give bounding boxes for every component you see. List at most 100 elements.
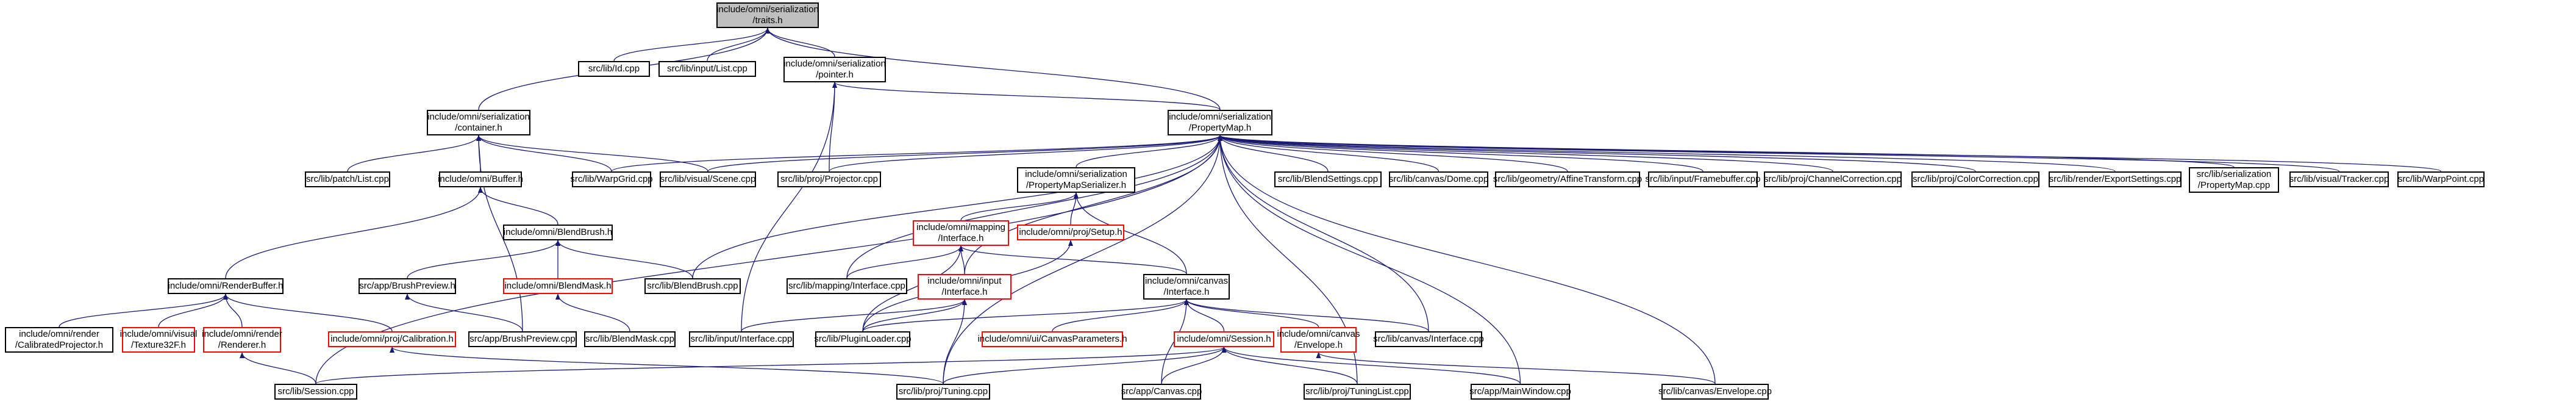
- node-session-cpp[interactable]: src/lib/Session.cpp: [274, 384, 357, 400]
- node-pointer-h[interactable]: include/omni/serialization/pointer.h: [783, 57, 886, 82]
- node-canvas-interface-cpp[interactable]: src/lib/canvas/Interface.cpp: [1373, 331, 1484, 347]
- node-label-line: src/lib/patch/List.cpp: [306, 174, 389, 184]
- node-label-line: /PropertyMapSerializer.h: [1026, 180, 1127, 190]
- node-affine-cpp[interactable]: src/lib/geometry/AffineTransform.cpp: [1493, 171, 1642, 187]
- node-blendmask-h[interactable]: include/omni/BlendMask.h: [503, 278, 613, 294]
- edge-blendbrush-h-to-buffer-h: [478, 187, 558, 225]
- node-renderer-h[interactable]: include/omni/render/Renderer.h: [202, 327, 282, 353]
- node-mainwindow-cpp[interactable]: src/app/MainWindow.cpp: [1469, 384, 1571, 400]
- edge-warpgrid-cpp-to-container-h: [476, 135, 612, 172]
- node-buffer-h[interactable]: include/omni/Buffer.h: [438, 171, 523, 187]
- edge-input-interface-h-to-propertymap-h: [964, 135, 1222, 275]
- node-label: src/lib/input/List.cpp: [667, 63, 747, 74]
- node-label-line: include/omni/BlendBrush.h: [503, 227, 613, 237]
- edge-envelope-cpp-to-envelope-h: [1316, 352, 1716, 384]
- node-blendsettings-cpp[interactable]: src/lib/BlendSettings.cpp: [1274, 171, 1382, 187]
- node-canvas-interface-h[interactable]: include/omni/canvas/Interface.h: [1143, 274, 1230, 300]
- node-brushpreview-cpp[interactable]: src/app/BrushPreview.cpp: [468, 331, 577, 347]
- node-label: src/lib/proj/ColorCorrection.cpp: [1913, 174, 2038, 185]
- node-container-h[interactable]: include/omni/serialization/container.h: [427, 110, 530, 135]
- node-label: src/lib/mapping/Interface.cpp: [788, 281, 905, 292]
- edge-app-canvas-cpp-to-session-h: [1161, 347, 1227, 384]
- edge-blendmask-cpp-to-blendmask-h: [555, 293, 630, 332]
- node-label: include/omni/render/Renderer.h: [202, 329, 282, 351]
- node-label-line: include/omni/canvas: [1277, 329, 1360, 339]
- node-brushpreview-h[interactable]: src/app/BrushPreview.h: [359, 278, 456, 294]
- node-calibration-h[interactable]: include/omni/proj/Calibration.h: [328, 331, 456, 347]
- node-warpgrid-cpp[interactable]: src/lib/WarpGrid.cpp: [570, 171, 653, 187]
- node-label: include/omni/canvas/Envelope.h: [1277, 329, 1360, 351]
- node-blendbrush-h[interactable]: include/omni/BlendBrush.h: [503, 225, 613, 240]
- node-pluginloader-cpp[interactable]: src/lib/PluginLoader.cpp: [814, 331, 912, 347]
- node-label: src/lib/input/Interface.cpp: [691, 334, 793, 345]
- node-propertymap-h[interactable]: include/omni/serialization/PropertyMap.h: [1168, 110, 1272, 135]
- node-setup-h[interactable]: include/omni/proj/Setup.h: [1017, 225, 1124, 240]
- node-label-line: src/lib/Session.cpp: [277, 386, 354, 397]
- node-tuning-cpp[interactable]: src/lib/proj/Tuning.cpp: [896, 384, 990, 400]
- edge-tuning-cpp-to-calibration-h: [390, 347, 944, 384]
- node-label-line: src/lib/BlendSettings.cpp: [1277, 174, 1379, 184]
- node-label: src/lib/input/Framebuffer.cpp: [1646, 174, 1761, 185]
- node-colorcorr-cpp[interactable]: src/lib/proj/ColorCorrection.cpp: [1911, 171, 2039, 187]
- node-tuninglist-cpp[interactable]: src/lib/proj/TuningList.cpp: [1304, 384, 1411, 400]
- node-input-list-cpp[interactable]: src/lib/input/List.cpp: [658, 61, 756, 77]
- node-app-canvas-cpp[interactable]: src/app/Canvas.cpp: [1121, 384, 1202, 400]
- node-ser-propertymap-cpp[interactable]: src/lib/serialization/PropertyMap.cpp: [2189, 167, 2279, 193]
- node-label-line: include/omni/serialization: [783, 59, 886, 69]
- edge-mapping-interface-cpp-to-mapping-interface-h: [846, 245, 963, 279]
- node-warppoint-cpp[interactable]: src/lib/WarpPoint.cpp: [2397, 171, 2485, 187]
- node-input-interface-h[interactable]: include/omni/input/Interface.h: [918, 274, 1011, 300]
- node-mapping-interface-cpp[interactable]: src/lib/mapping/Interface.cpp: [787, 278, 907, 294]
- edge-propertymap-h-to-pointer-h: [832, 82, 1221, 110]
- edge-pluginloader-cpp-to-canvas-interface-h: [862, 299, 1189, 332]
- node-exportsettings-cpp[interactable]: src/lib/render/ExportSettings.cpp: [2049, 171, 2182, 187]
- edge-canvasparams-h-to-canvas-interface-h: [1052, 299, 1189, 332]
- node-calibratedprojector-h[interactable]: include/omni/render/CalibratedProjector.…: [5, 327, 113, 353]
- node-label-line: /Envelope.h: [1294, 340, 1343, 350]
- node-envelope-cpp[interactable]: src/lib/canvas/Envelope.cpp: [1658, 384, 1772, 400]
- node-label: include/omni/serialization/traits.h: [716, 4, 819, 26]
- node-label: include/omni/BlendMask.h: [504, 281, 611, 292]
- edge-blendsettings-cpp-to-propertymap-h: [1218, 135, 1329, 172]
- node-label-line: src/lib/input/Interface.cpp: [690, 334, 793, 344]
- node-texture32f-h[interactable]: include/omni/visual/Texture32F.h: [120, 327, 197, 353]
- node-blendbrush-cpp[interactable]: src/lib/BlendBrush.cpp: [644, 278, 741, 294]
- node-dome-cpp[interactable]: src/lib/canvas/Dome.cpp: [1389, 171, 1488, 187]
- edge-propertymap-h-to-traits: [765, 27, 1221, 110]
- node-label-line: include/omni/serialization: [1169, 112, 1271, 122]
- node-label: src/lib/proj/TuningList.cpp: [1305, 386, 1409, 397]
- edge-id-cpp-to-traits: [613, 27, 770, 62]
- edge-brushpreview-h-to-blendbrush-h: [407, 240, 560, 279]
- edge-calibratedprojector-h-to-renderbuffer-h: [59, 293, 228, 328]
- node-label: include/omni/serialization/PropertyMapSe…: [1025, 169, 1127, 191]
- node-patch-list-cpp[interactable]: src/lib/patch/List.cpp: [305, 171, 390, 187]
- node-scene-cpp[interactable]: src/lib/visual/Scene.cpp: [660, 171, 756, 187]
- node-tracker-cpp[interactable]: src/lib/visual/Tracker.cpp: [2289, 171, 2389, 187]
- edge-envelope-h-to-canvas-interface-h: [1184, 299, 1319, 328]
- node-pmserializer-h[interactable]: include/omni/serialization/PropertyMapSe…: [1017, 167, 1135, 193]
- edge-canvas-interface-h-to-pmserializer-h: [1074, 192, 1187, 275]
- node-id-cpp[interactable]: src/lib/Id.cpp: [578, 61, 650, 77]
- node-session-h[interactable]: include/omni/Session.h: [1174, 331, 1274, 347]
- node-label-line: include/omni/RenderBuffer.h: [168, 281, 284, 291]
- node-channelcorr-cpp[interactable]: src/lib/proj/ChannelCorrection.cpp: [1764, 171, 1902, 187]
- edge-input-list-cpp-to-traits: [707, 27, 770, 62]
- node-renderbuffer-h[interactable]: include/omni/RenderBuffer.h: [168, 278, 284, 294]
- edges: [59, 27, 2442, 384]
- node-label-line: /traits.h: [752, 15, 783, 26]
- edge-warppoint-cpp-to-propertymap-h: [1218, 135, 2442, 172]
- node-envelope-h[interactable]: include/omni/canvas/Envelope.h: [1277, 327, 1360, 353]
- node-label-line: include/omni/canvas: [1145, 276, 1228, 286]
- node-blendmask-cpp[interactable]: src/lib/BlendMask.cpp: [584, 331, 676, 347]
- edge-pluginloader-cpp-to-mapping-interface-h: [862, 245, 963, 332]
- node-label-line: include/omni/proj/Setup.h: [1019, 227, 1122, 237]
- node-projector-cpp[interactable]: src/lib/proj/Projector.cpp: [777, 171, 881, 187]
- node-label: include/omni/input/Interface.h: [928, 276, 1002, 298]
- node-label-line: src/lib/canvas/Dome.cpp: [1388, 174, 1489, 184]
- edge-renderbuffer-h-to-buffer-h: [225, 187, 483, 279]
- node-mapping-interface-h[interactable]: include/omni/mapping/Interface.h: [913, 220, 1009, 246]
- node-input-interface-cpp[interactable]: src/lib/input/Interface.cpp: [689, 331, 794, 347]
- node-canvasparams-h[interactable]: include/omni/ui/CanvasParameters.h: [977, 331, 1127, 347]
- node-framebuffer-cpp[interactable]: src/lib/input/Framebuffer.cpp: [1646, 171, 1761, 187]
- node-label: include/omni/BlendBrush.h: [504, 227, 612, 238]
